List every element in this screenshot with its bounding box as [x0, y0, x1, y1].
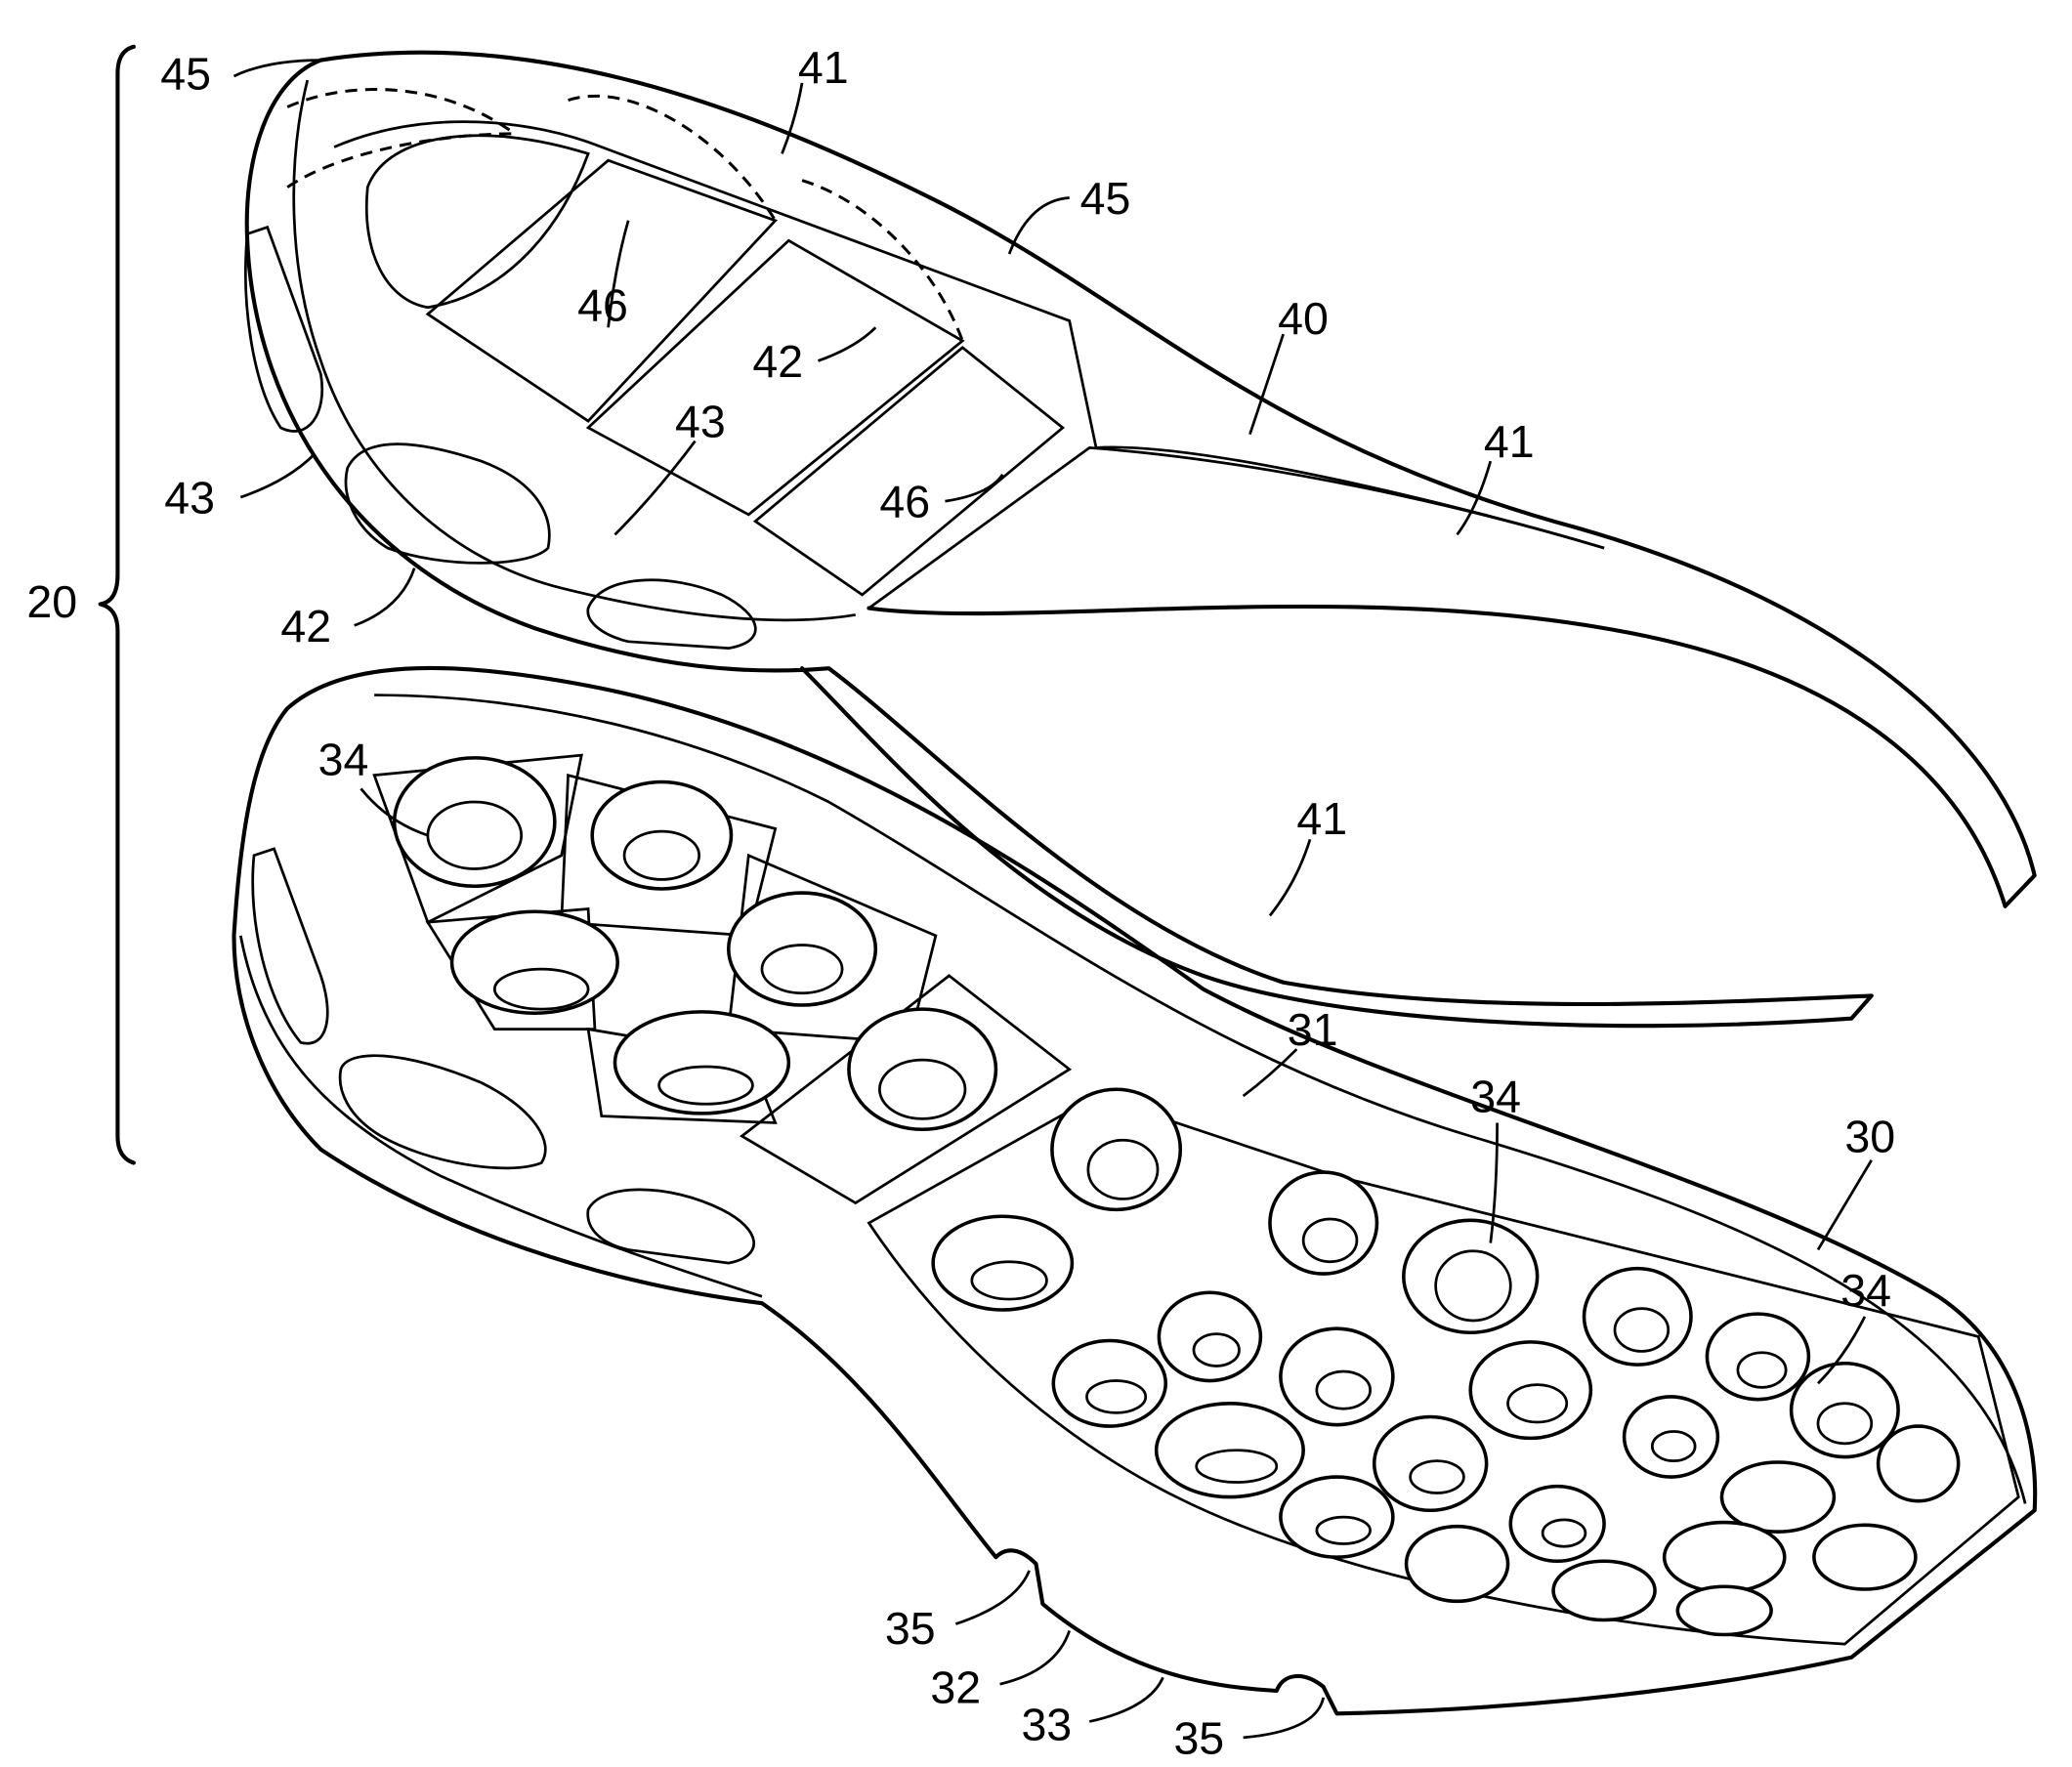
- label-31-surface: 31: [1288, 1004, 1338, 1055]
- label-34-mid: 34: [1470, 1071, 1521, 1121]
- label-46-rib: 46: [577, 279, 628, 330]
- label-30-midsole: 30: [1844, 1112, 1895, 1162]
- label-42-window: 42: [280, 601, 331, 652]
- label-41-forefoot: 41: [1484, 416, 1535, 467]
- label-43-side: 43: [164, 472, 215, 523]
- label-45-heel: 45: [160, 49, 211, 100]
- cavities-34: [392, 756, 1961, 1637]
- label-20-assembly: 20: [26, 576, 77, 627]
- label-32-bottom: 32: [930, 1662, 981, 1712]
- label-41-lower: 41: [1296, 793, 1347, 844]
- midsole-30: [232, 665, 2038, 1716]
- label-46-rib-b: 46: [879, 477, 930, 527]
- label-33-bottom: 33: [1021, 1700, 1072, 1750]
- label-34-heel: 34: [318, 735, 369, 785]
- leader-lines: [233, 59, 1873, 1740]
- insole-40: [244, 50, 2037, 1029]
- label-35-groove-b: 35: [1173, 1712, 1224, 1763]
- label-41-top: 41: [798, 42, 849, 93]
- assembly-bracket: [98, 44, 136, 1165]
- label-45-edge: 45: [1080, 173, 1131, 224]
- label-35-groove-a: 35: [885, 1603, 936, 1654]
- label-43-wall: 43: [675, 396, 726, 446]
- label-42-cell: 42: [752, 336, 803, 387]
- label-40-insole: 40: [1278, 293, 1329, 344]
- reference-labels: 45 41 45 40 41 46 42 43 43 46 42 20 34 4…: [26, 42, 1895, 1763]
- label-34-toe: 34: [1840, 1265, 1891, 1316]
